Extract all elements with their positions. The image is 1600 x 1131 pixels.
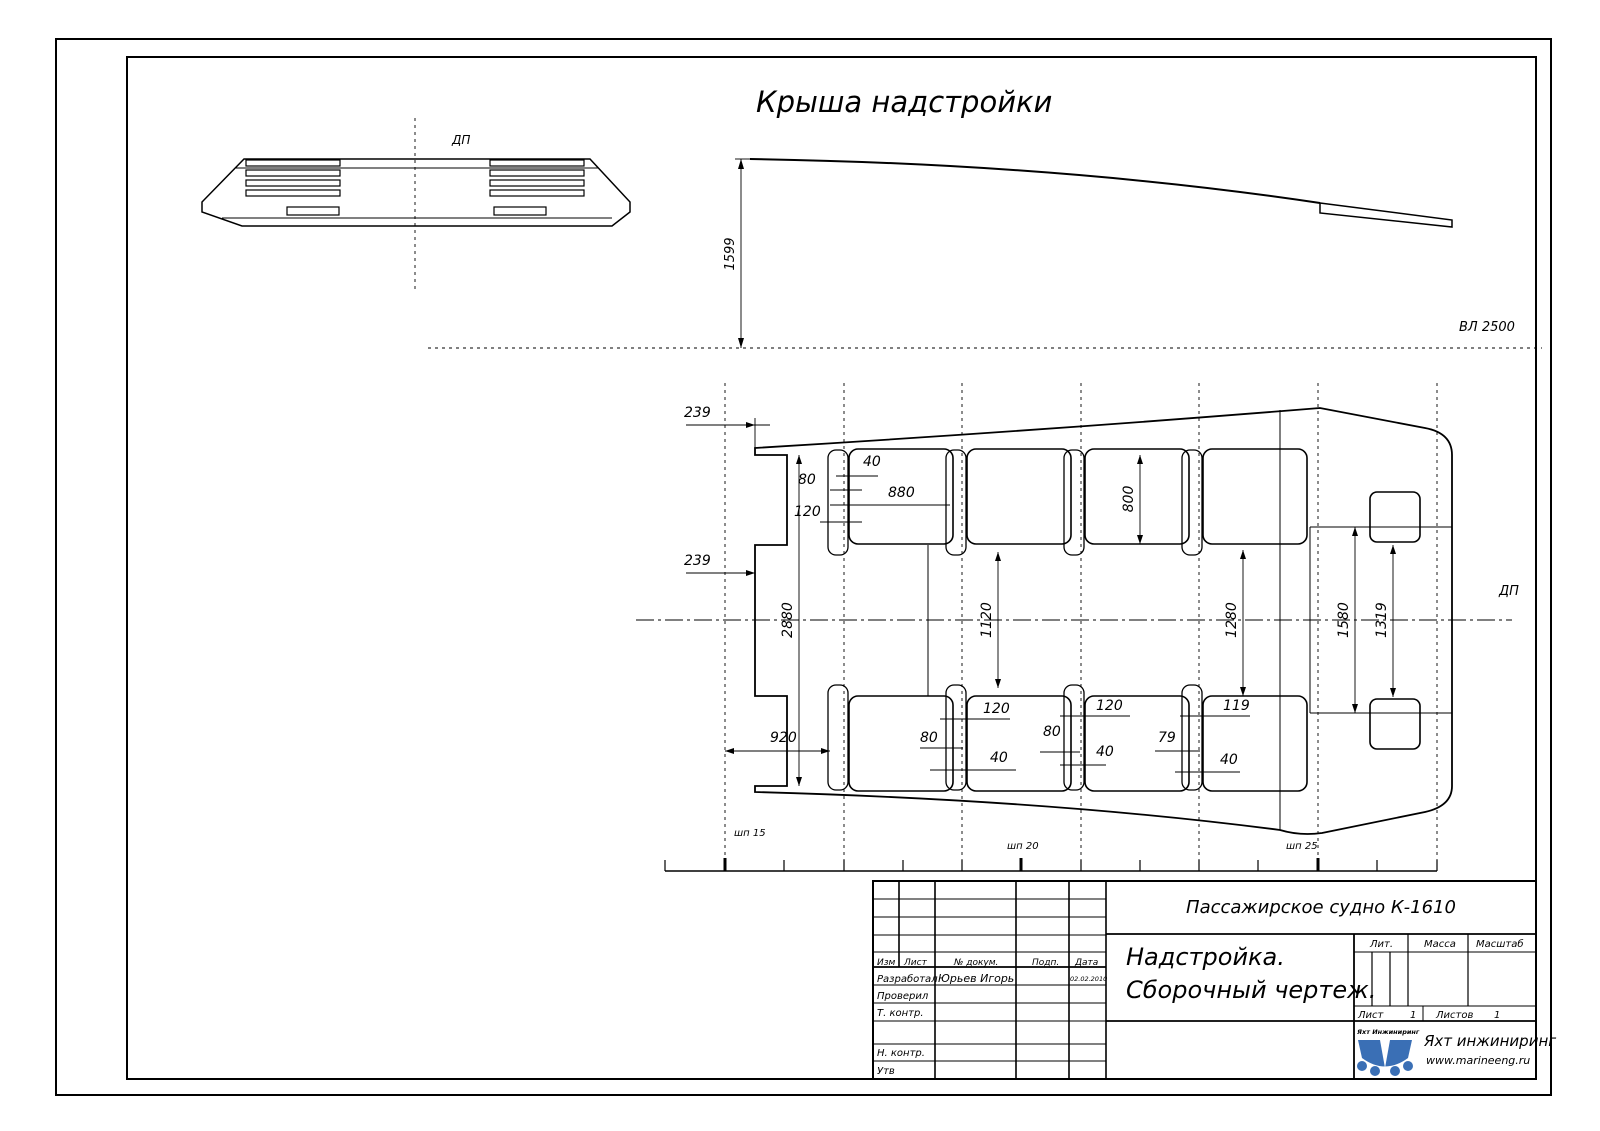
doc-title-line2: Сборочный чертеж. [1126, 976, 1376, 1004]
label-masshtab: Масштаб [1476, 938, 1524, 950]
waterline-label: ВЛ 2500 [1459, 320, 1515, 335]
sheet-number: 1 [1410, 1010, 1416, 1021]
centerline-label-top: ДП [451, 133, 470, 147]
razrab-date: 02.02.2010 [1070, 975, 1107, 983]
roof-top-view: ДП [201, 118, 631, 292]
col-podp: Подп. [1032, 958, 1059, 968]
dim-40-low-3: 40 [1220, 752, 1238, 768]
label-massa: Масса [1424, 939, 1456, 950]
dim-120-top: 120 [794, 504, 821, 520]
company-name: Яхт инжиниринг [1423, 1032, 1556, 1050]
project-name: Пассажирское судно К-1610 [1186, 897, 1456, 918]
dim-1580: 1580 [1336, 602, 1352, 638]
dim-40-top: 40 [863, 454, 881, 470]
title-block: Пассажирское судно К-1610 Надстройка. Сб… [872, 880, 1556, 1080]
col-izm: Изм [877, 958, 896, 968]
dim-119: 119 [1223, 698, 1250, 714]
frame-label-20: шп 20 [1007, 841, 1039, 852]
label-sheets: Листов [1435, 1010, 1473, 1021]
col-ndoc: № докум. [953, 958, 998, 968]
inner-frame [126, 56, 1537, 1080]
doc-title-line1: Надстройка. [1126, 943, 1285, 971]
dim-79: 79 [1158, 730, 1176, 746]
row-proveril: Проверил [877, 991, 929, 1002]
row-tkontr: Т. контр. [877, 1008, 924, 1019]
razrab-name: Юрьев Игорь [938, 972, 1014, 985]
dim-880: 880 [888, 485, 915, 501]
dim-1599: 1599 [723, 237, 738, 270]
dim-1280: 1280 [1224, 602, 1240, 638]
dim-239-mid: 239 [684, 553, 711, 569]
dim-239-top: 239 [684, 405, 711, 421]
outer-frame [55, 38, 1552, 1096]
logo-caption: Яхт Инжиниринг [1356, 1028, 1420, 1036]
dim-1319: 1319 [1374, 602, 1390, 638]
dim-120-low-2: 120 [1096, 698, 1123, 714]
dim-920: 920 [770, 730, 797, 746]
dim-800: 800 [1121, 486, 1137, 513]
company-website: www.marineeng.ru [1426, 1054, 1530, 1067]
dim-80-low-2: 80 [1043, 724, 1061, 740]
roof-side-profile: 1599 ВЛ 2500 [428, 158, 1542, 349]
dim-80-low-1: 80 [920, 730, 938, 746]
dim-2880: 2880 [780, 602, 796, 638]
drawing-title: Крыша надстройки [756, 85, 1052, 119]
sheets-number: 1 [1494, 1010, 1500, 1021]
label-lit: Лит. [1369, 939, 1393, 950]
gear-icon [1357, 1040, 1413, 1076]
dim-40-low-1: 40 [990, 750, 1008, 766]
row-razrab: Разработал [877, 973, 938, 985]
col-data: Дата [1074, 958, 1098, 968]
frame-label-15: шп 15 [734, 828, 766, 839]
dim-1120: 1120 [979, 602, 995, 638]
dim-80-top: 80 [798, 472, 816, 488]
row-nkontr: Н. контр. [877, 1048, 925, 1059]
dim-40-low-2: 40 [1096, 744, 1114, 760]
centerline-label-plan: ДП [1498, 584, 1519, 599]
frame-label-25: шп 25 [1286, 841, 1318, 852]
dim-120-low-1: 120 [983, 701, 1010, 717]
roof-plan-view: ДП [636, 383, 1519, 872]
col-list: Лист [903, 958, 928, 968]
row-utv: Утв [877, 1066, 895, 1077]
company-logo: Яхт Инжиниринг [1356, 1028, 1420, 1076]
label-sheet: Лист [1357, 1010, 1385, 1021]
